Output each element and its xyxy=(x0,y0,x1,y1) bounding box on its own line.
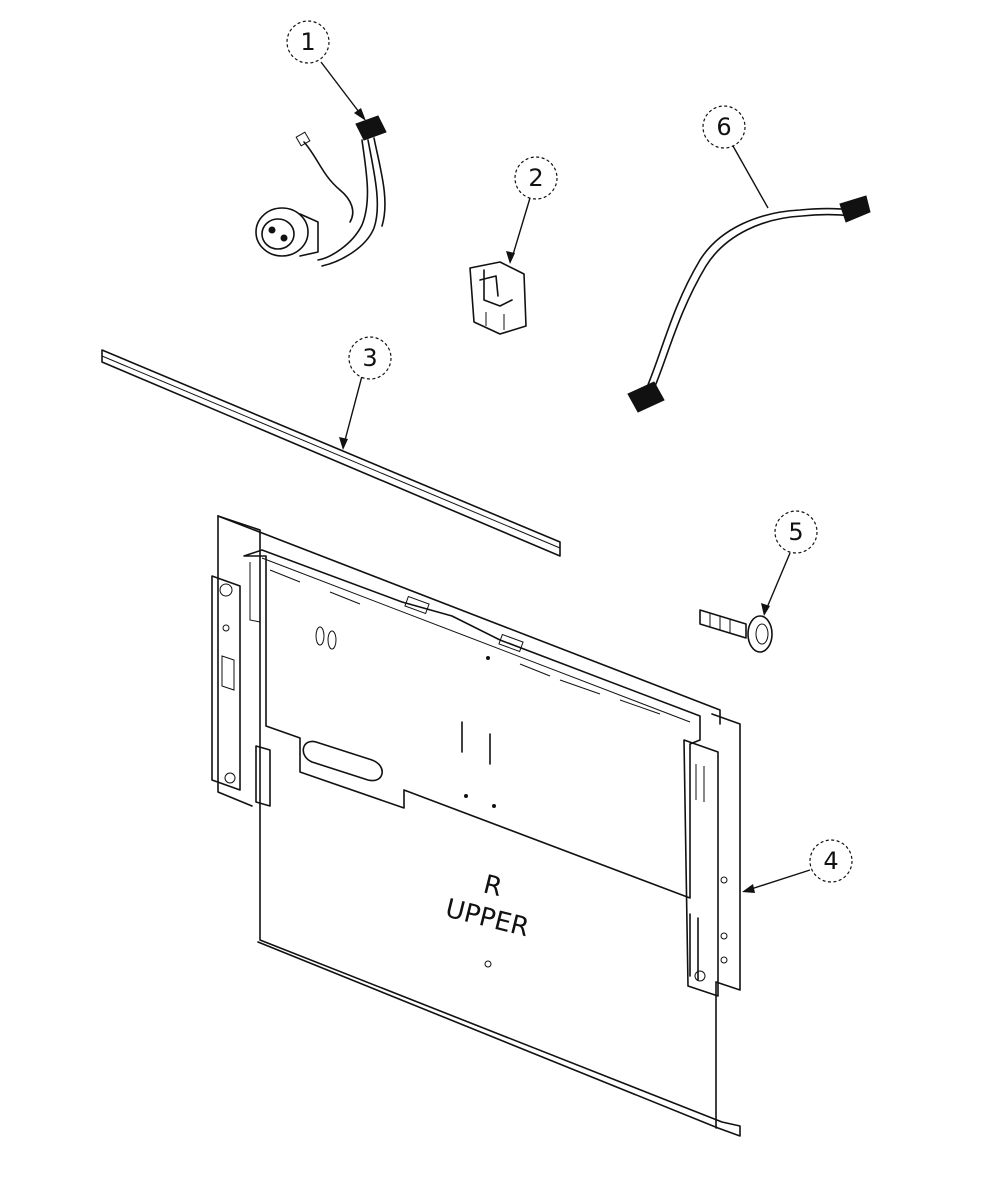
callout-3: 3 xyxy=(339,336,392,450)
callout-5: 5 xyxy=(761,510,818,616)
callout-4-label: 4 xyxy=(823,847,838,875)
callout-1: 1 xyxy=(286,20,366,121)
callout-2-label: 2 xyxy=(528,164,543,192)
callout-4: 4 xyxy=(742,839,853,893)
part-6-cable xyxy=(627,195,871,413)
panel-mark-text: R xyxy=(480,870,505,903)
part-2-switch xyxy=(469,261,527,335)
part-1-wire-harness-socket xyxy=(255,115,387,267)
callout-5-label: 5 xyxy=(788,518,803,546)
part-4-panel: R UPPER xyxy=(211,515,741,1137)
part-5-screw xyxy=(699,609,773,653)
callout-3-label: 3 xyxy=(362,344,377,372)
callout-2: 2 xyxy=(506,156,558,264)
callout-6-label: 6 xyxy=(716,113,731,141)
callout-1-label: 1 xyxy=(300,28,315,56)
panel-upper-text: UPPER xyxy=(442,894,532,944)
part-3-strip xyxy=(101,349,561,557)
callout-6: 6 xyxy=(702,105,769,209)
